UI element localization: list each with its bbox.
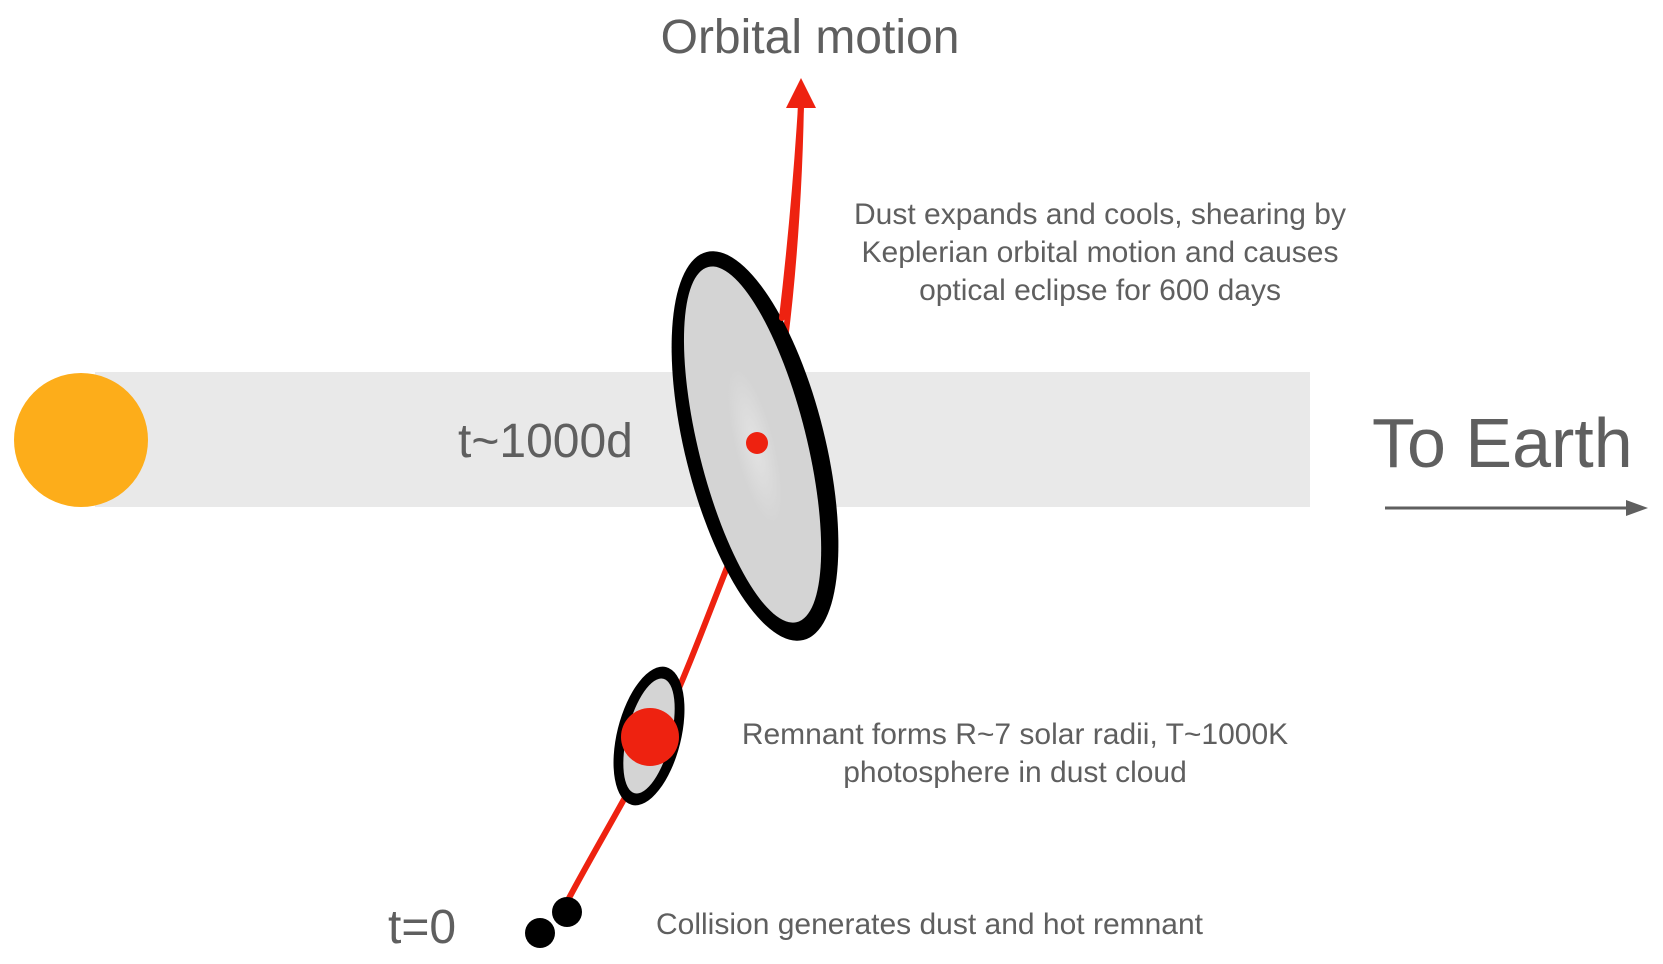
orbit-arrowhead-icon <box>786 78 816 108</box>
dust-annotation-line-1: Dust expands and cools, shearing by <box>854 198 1346 231</box>
dust-annotation-line-3: optical eclipse for 600 days <box>919 274 1281 307</box>
earth-arrowhead-icon <box>1626 500 1648 516</box>
remnant-icon <box>621 708 679 766</box>
remnant-annotation-line-2: photosphere in dust cloud <box>843 756 1187 789</box>
colliding-body-2-icon <box>525 918 555 948</box>
to-earth-label: To Earth <box>1372 404 1633 482</box>
dust-annotation: Dust expands and cools, shearing by Kepl… <box>830 196 1370 310</box>
dust-annotation-line-2: Keplerian orbital motion and causes <box>861 236 1339 269</box>
remnant-annotation-line-1: Remnant forms R~7 solar radii, T~1000K <box>741 718 1289 751</box>
orbit-path-overlay <box>779 103 804 321</box>
orbital-motion-title: Orbital motion <box>660 11 960 64</box>
colliding-body-1-icon <box>552 897 582 927</box>
remnant-annotation: Remnant forms R~7 solar radii, T~1000K p… <box>720 716 1310 792</box>
star-icon <box>14 373 148 507</box>
time-label-t0: t=0 <box>388 901 457 954</box>
time-label-1000d: t~1000d <box>458 415 633 468</box>
collision-annotation: Collision generates dust and hot remnant <box>656 908 1204 941</box>
cloud-center-dot-icon <box>746 432 768 454</box>
